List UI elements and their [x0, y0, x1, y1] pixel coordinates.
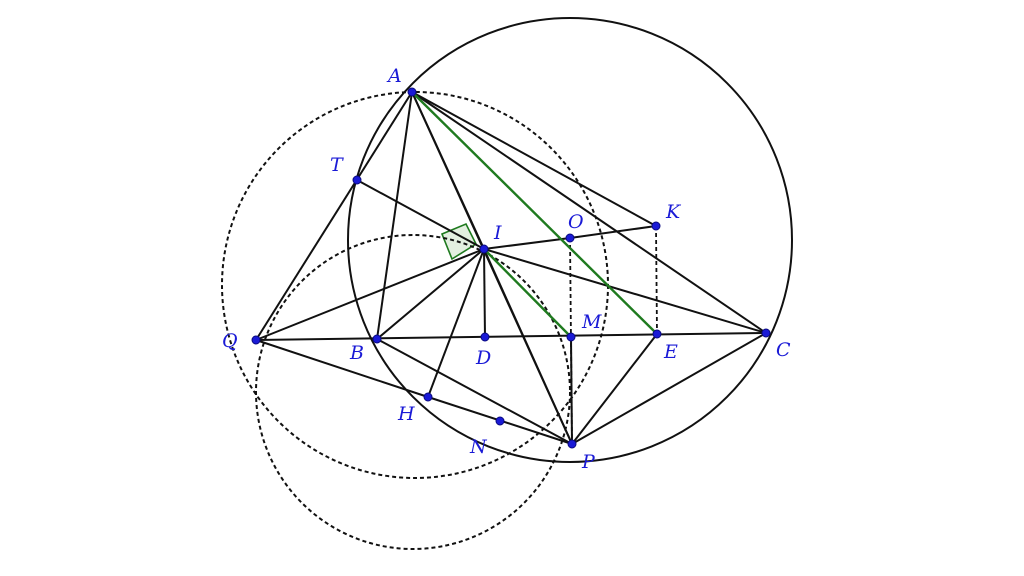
point-A	[407, 87, 417, 97]
label-O: O	[568, 211, 584, 233]
label-B: B	[349, 342, 364, 364]
label-E: E	[663, 341, 678, 363]
segment-I-O	[483, 237, 571, 250]
label-N: N	[469, 436, 488, 458]
point-B	[372, 334, 382, 344]
circumcircle-solid	[347, 17, 793, 463]
point-C	[761, 328, 771, 338]
label-D: D	[475, 347, 491, 369]
point-T	[352, 175, 362, 185]
points	[251, 87, 771, 449]
label-H: H	[397, 403, 415, 425]
segment-A-C	[411, 91, 767, 334]
segment-Q-C	[255, 332, 767, 341]
labels: A B C D E H I K M N O P Q T	[222, 65, 791, 473]
segment-A-E-green	[411, 91, 658, 335]
segments	[255, 91, 767, 445]
point-K	[651, 221, 661, 231]
point-Q	[251, 335, 261, 345]
segment-M-P	[570, 336, 573, 445]
circle-dashed-large	[221, 91, 609, 479]
point-M	[566, 332, 576, 342]
segment-A-Q	[255, 91, 413, 341]
label-Q: Q	[222, 330, 238, 352]
label-M: M	[581, 311, 602, 333]
segment-I-M-green	[483, 248, 572, 338]
point-D	[480, 332, 490, 342]
segment-A-B	[376, 91, 413, 340]
segment-K-E-dashed	[655, 225, 658, 335]
circle-dashed-small	[255, 234, 571, 550]
segment-P-C	[571, 332, 767, 445]
label-C: C	[776, 339, 791, 361]
segment-I-P	[483, 248, 573, 445]
segment-P-E	[571, 333, 658, 445]
segment-I-D	[483, 248, 486, 338]
segment-Q-I	[255, 248, 485, 341]
point-P	[567, 439, 577, 449]
segment-I-C	[483, 248, 767, 334]
segment-O-K	[569, 225, 657, 239]
point-N	[495, 416, 505, 426]
label-P: P	[581, 451, 596, 473]
label-A: A	[386, 65, 402, 87]
segment-T-I	[356, 179, 485, 250]
segment-B-P	[376, 338, 573, 445]
point-O	[565, 233, 575, 243]
segment-I-H	[427, 248, 485, 398]
point-I	[479, 244, 489, 254]
label-I: I	[493, 222, 502, 244]
point-E	[652, 329, 662, 339]
point-H	[423, 392, 433, 402]
segment-Q-H	[255, 339, 429, 398]
segment-A-K	[411, 91, 657, 227]
segment-I-B	[376, 248, 485, 340]
label-K: K	[665, 201, 682, 223]
green-segments	[411, 91, 658, 338]
label-T: T	[330, 154, 344, 176]
